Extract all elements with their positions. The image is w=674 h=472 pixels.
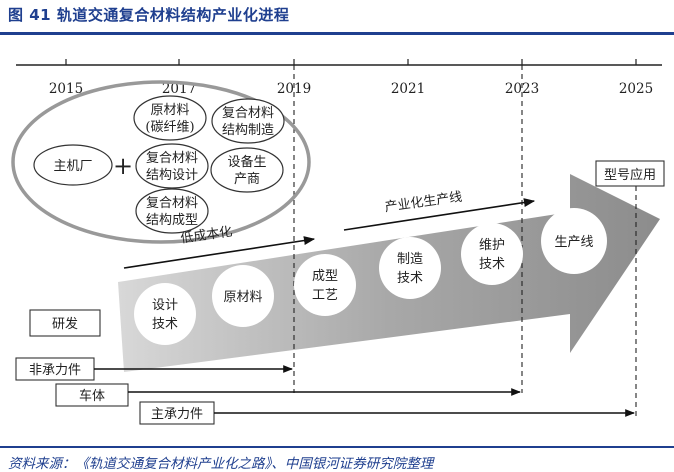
svg-text:工艺: 工艺	[312, 288, 338, 303]
industrial-line-arrow	[343, 198, 536, 231]
participant-cluster	[11, 80, 311, 244]
svg-text:研发: 研发	[52, 316, 78, 332]
stage-maintenance-technology: 维护 技术	[461, 223, 523, 285]
svg-text:设计: 设计	[152, 298, 178, 313]
year-guides	[293, 65, 637, 416]
car-body-phase: 车体	[55, 383, 521, 407]
year-label: 2015	[49, 81, 83, 97]
source-rule	[0, 446, 674, 448]
stage-manufacturing-technology: 制造 技术	[379, 237, 441, 299]
svg-text:车体: 车体	[79, 388, 105, 404]
svg-text:复合材料: 复合材料	[222, 106, 274, 121]
figure-title: 图 41 轨道交通复合材料结构产业化进程	[8, 6, 290, 24]
svg-text:主承力件: 主承力件	[151, 407, 203, 422]
svg-text:技术: 技术	[152, 317, 178, 332]
year-label: 2021	[391, 81, 425, 97]
rd-box: 研发	[29, 309, 101, 337]
main-load-bearing-phase: 主承力件	[139, 401, 635, 425]
svg-text:型号应用: 型号应用	[604, 167, 656, 183]
title-rule	[0, 32, 674, 35]
cluster-main: 主机厂	[33, 144, 113, 186]
year-label: 2025	[619, 81, 653, 97]
svg-text:原材料: 原材料	[150, 103, 189, 118]
cluster-item-structure-manufacturing: 复合材料 结构制造	[211, 98, 285, 144]
stage-production-line: 生产线	[541, 208, 607, 274]
year-label: 2023	[505, 81, 539, 97]
svg-text:设备生: 设备生	[227, 154, 266, 170]
timeline-ticks	[65, 59, 637, 65]
svg-text:复合材料: 复合材料	[146, 151, 198, 166]
svg-text:生产线: 生产线	[554, 235, 593, 250]
non-load-bearing-phase: 非承力件	[15, 357, 293, 381]
stage-design-technology: 设计 技术	[134, 283, 196, 345]
svg-text:结构设计: 结构设计	[146, 168, 198, 183]
cluster-plus: +	[113, 152, 133, 180]
svg-text:结构成型: 结构成型	[146, 213, 198, 228]
svg-text:复合材料: 复合材料	[146, 196, 198, 211]
low-cost-trend-label: 低成本化	[180, 224, 234, 246]
svg-text:技术: 技术	[397, 271, 423, 286]
svg-text:(碳纤维): (碳纤维)	[145, 120, 194, 135]
industrial-line-label: 产业化生产线	[384, 190, 463, 216]
svg-text:主机厂: 主机厂	[53, 159, 92, 174]
svg-text:结构制造: 结构制造	[222, 123, 274, 138]
figure-source: 资料来源：《轨道交通复合材料产业化之路》、中国银河证券研究院整理	[8, 456, 434, 472]
model-application-box: 型号应用	[595, 160, 665, 187]
svg-text:制造: 制造	[397, 252, 423, 267]
svg-text:原材料: 原材料	[223, 290, 262, 305]
svg-text:产商: 产商	[234, 172, 260, 187]
svg-text:技术: 技术	[479, 257, 505, 272]
cluster-item-structure-design: 复合材料 结构设计	[135, 143, 209, 189]
year-label: 2019	[277, 81, 311, 97]
stage-raw-material: 原材料	[212, 265, 274, 327]
svg-text:非承力件: 非承力件	[29, 363, 81, 378]
cluster-item-equipment-maker: 设备生 产商	[210, 147, 284, 193]
svg-text:维护: 维护	[479, 238, 505, 253]
cluster-item-structure-forming: 复合材料 结构成型	[135, 188, 209, 234]
low-cost-trend-arrow	[123, 236, 316, 269]
process-diagram: 2015 2017 2019 2021 2023 2025 主机厂 + 原材料 …	[11, 59, 665, 425]
svg-text:成型: 成型	[312, 269, 338, 284]
cluster-item-raw-material: 原材料 (碳纤维)	[133, 95, 207, 141]
stage-forming-process: 成型 工艺	[294, 254, 356, 316]
